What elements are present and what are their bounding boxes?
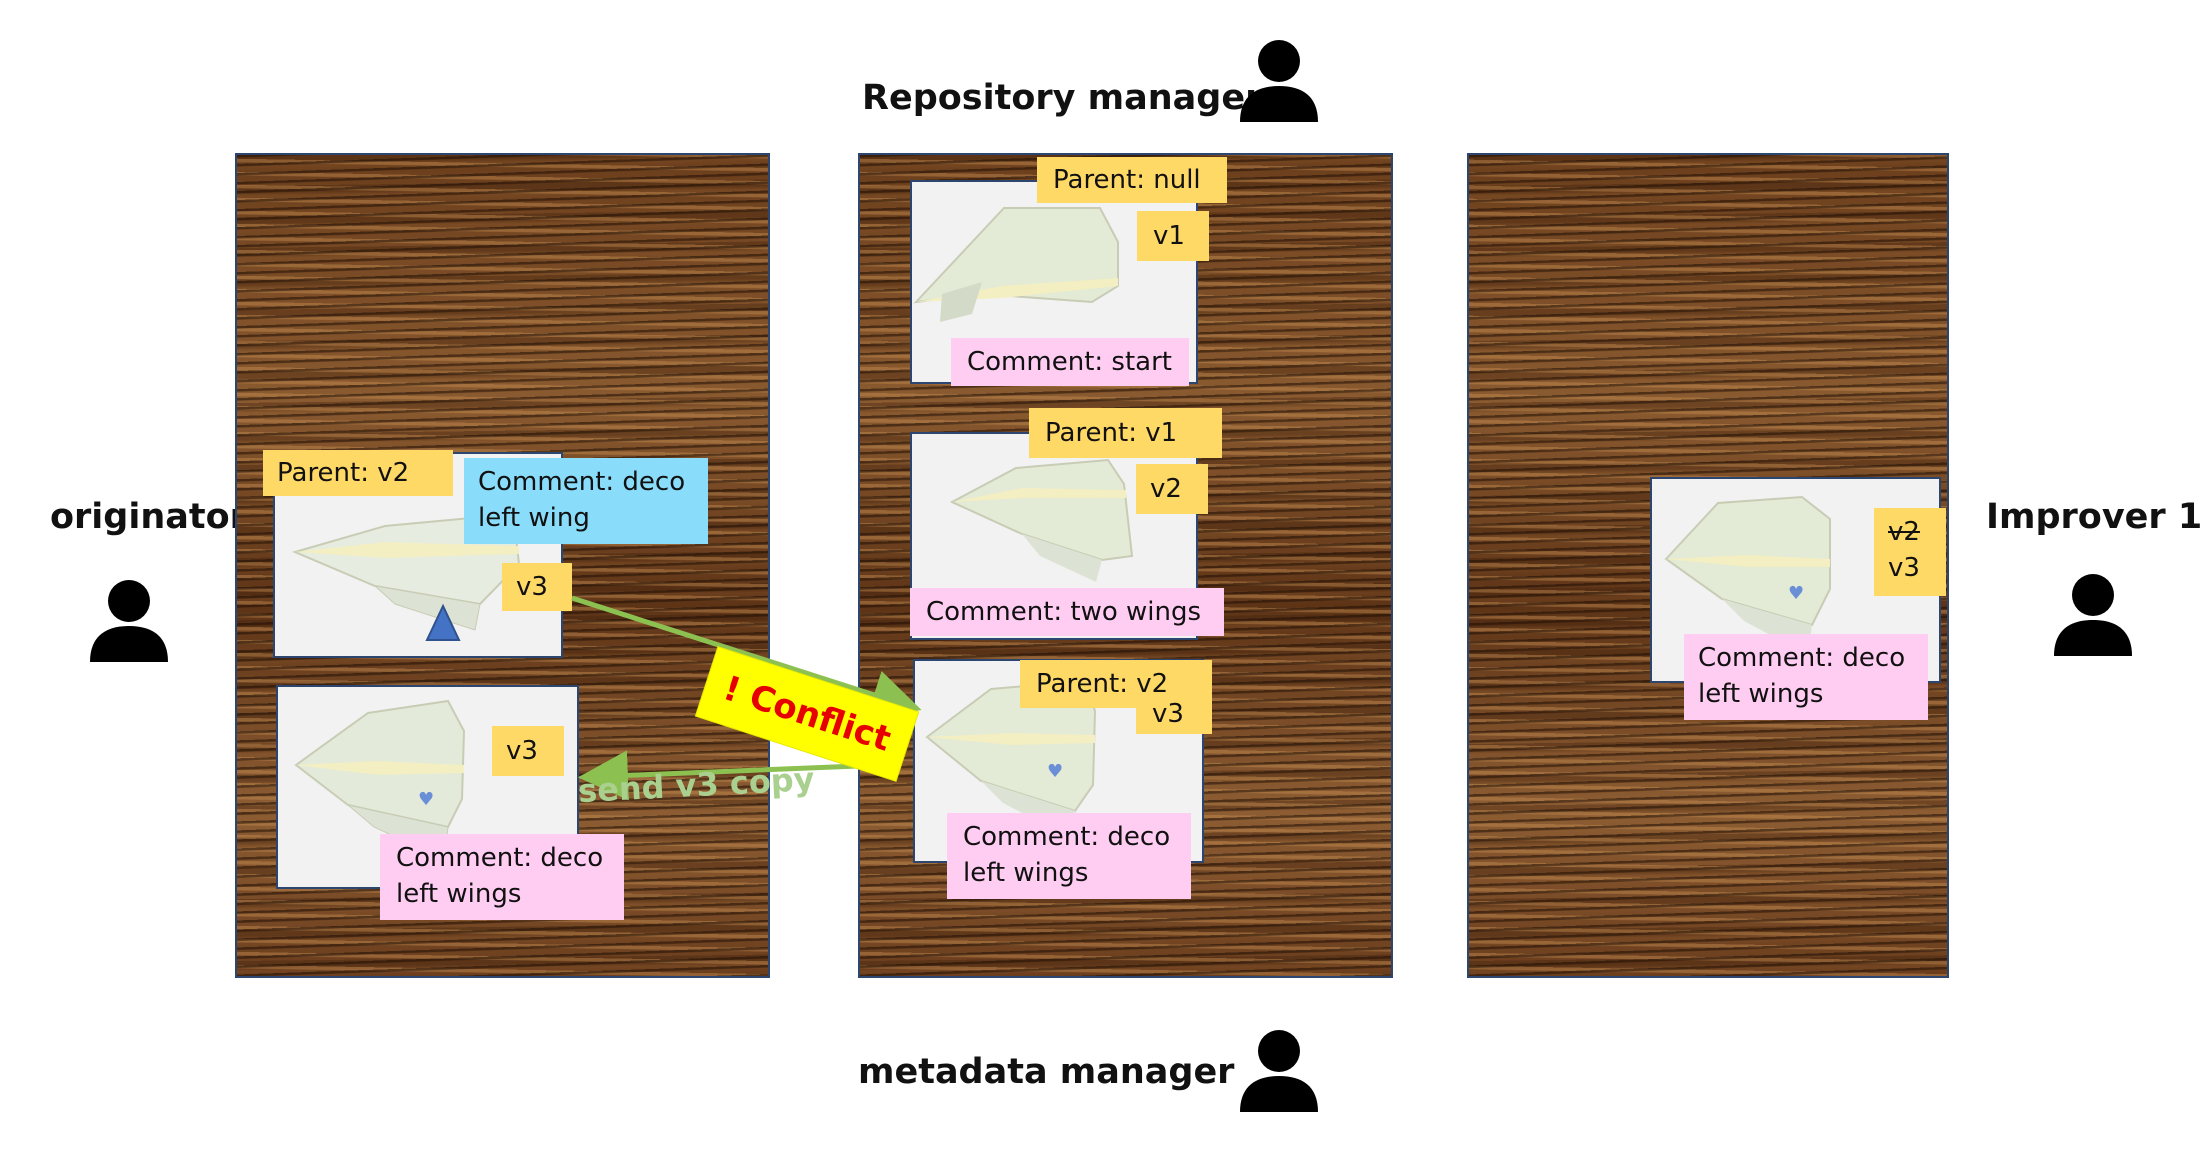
svg-text:♥: ♥ [418,789,434,810]
comment-line: left wings [396,879,522,909]
originator-bottom-version-tag: v3 [492,726,564,776]
improver-comment-tag: Comment: deco left wings [1684,634,1928,720]
repository-card1-version-tag: v1 [1137,211,1209,261]
paper-plane-icon [292,516,521,641]
comment-line: Comment: deco [1698,643,1906,673]
repository-card3-version-tag: v3 [1136,694,1212,734]
paper-plane-icon [913,207,1119,322]
originator-label: originator [50,497,247,537]
originator-top-parent-tag: Parent: v2 [263,450,453,496]
repository-card1-parent-tag: Parent: null [1037,157,1227,203]
paper-plane-icon [949,458,1134,582]
repository-card2-comment-tag: Comment: two wings [910,588,1224,636]
repository-card2-parent-tag: Parent: v1 [1029,408,1222,458]
comment-line: left wing [478,503,590,533]
improver-version-tag: v2 v3 [1874,508,1946,596]
metadata-manager-label: metadata manager [858,1052,1235,1092]
improver-person-icon [2054,574,2132,656]
paper-plane-icon: ♥ [925,679,1097,837]
originator-bottom-comment-tag: Comment: deco left wings [380,834,624,920]
comment-line: Comment: deco [963,822,1171,852]
originator-top-comment-tag: Comment: deco left wing [464,458,708,544]
comment-line: left wings [963,858,1089,888]
originator-person-icon [90,580,168,662]
repository-manager-person-icon [1240,40,1318,122]
new-version: v3 [1888,553,1920,583]
originator-top-version-tag: v3 [502,563,572,611]
metadata-manager-person-icon [1240,1030,1318,1112]
comment-line: Comment: deco [478,467,686,497]
comment-line: left wings [1698,679,1824,709]
repository-card1-comment-tag: Comment: start [951,338,1189,386]
repository-manager-label: Repository manager [862,78,1263,118]
svg-text:♥: ♥ [1788,583,1804,604]
repository-card3-parent-tag: Parent: v2 [1020,660,1212,708]
repository-card2-version-tag: v2 [1136,464,1208,514]
comment-line: Comment: deco [396,843,604,873]
struck-version: v2 [1888,517,1920,547]
svg-text:♥: ♥ [1047,761,1063,782]
triangle-decoration-icon [425,603,461,641]
improver-label: Improver 1 [1986,497,2202,537]
repository-card3-comment-tag: Comment: deco left wings [947,813,1191,899]
